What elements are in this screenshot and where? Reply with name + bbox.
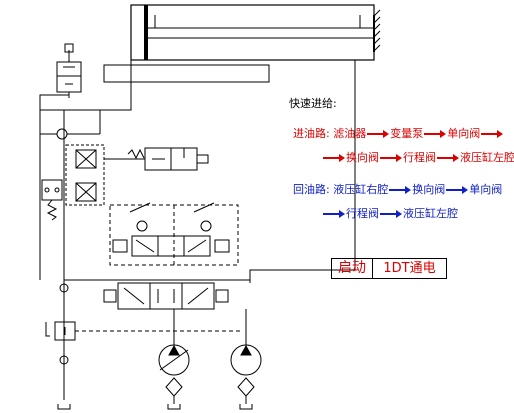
throttle-valve-1 xyxy=(75,149,97,169)
arrow-icon xyxy=(437,154,459,162)
check-valve-ball xyxy=(56,128,68,140)
return-label: 回油路: xyxy=(293,183,330,196)
return-pipe xyxy=(249,60,356,283)
arrow-icon xyxy=(481,130,504,138)
filter-1 xyxy=(165,377,183,397)
return-route-line2: 行程阀 液压缸左腔 xyxy=(322,207,458,221)
fixed-pump xyxy=(230,344,262,376)
throttle-valve-2 xyxy=(75,182,97,202)
solenoid-state-label: 1DT通电 xyxy=(383,261,436,276)
speed-valve-block xyxy=(65,144,105,206)
arrow-icon xyxy=(389,186,412,194)
return-item: 换向阀 xyxy=(412,183,446,196)
inlet-item: 变量泵 xyxy=(390,127,424,140)
inlet-item: 行程阀 xyxy=(403,151,436,164)
inlet-item: 单向阀 xyxy=(447,127,481,140)
arrow-icon xyxy=(367,130,390,138)
variable-pump xyxy=(158,344,190,376)
return-route-line1: 回油路: 液压缸右腔 换向阀 单向阀 xyxy=(293,183,502,197)
inlet-label: 进油路: xyxy=(293,127,330,140)
inlet-item: 液压缸左腔 xyxy=(460,151,514,164)
arrow-icon xyxy=(323,154,345,162)
pilot-throttle-right xyxy=(193,202,215,232)
filter-2 xyxy=(237,377,255,397)
arrow-icon xyxy=(380,154,402,162)
start-status-box: 启动 1DT通电 xyxy=(331,258,447,279)
return-item: 行程阀 xyxy=(346,207,379,220)
work-table xyxy=(103,64,270,83)
inlet-item: 换向阀 xyxy=(346,151,379,164)
wall-mount xyxy=(373,9,381,52)
arrow-icon xyxy=(446,186,469,194)
travel-valve xyxy=(56,43,82,98)
main-directional-valve xyxy=(103,282,229,310)
arrow-icon xyxy=(424,130,447,138)
pressure-relay xyxy=(41,179,63,221)
inlet-route-line1: 进油路: 滤油器 变量泵 单向阀 xyxy=(293,127,504,141)
arrow-icon xyxy=(323,210,345,218)
inlet-route-line2: 换向阀 行程阀 液压缸左腔 xyxy=(322,151,514,165)
return-item: 单向阀 xyxy=(469,183,503,196)
inlet-item: 滤油器 xyxy=(333,127,367,140)
pilot-throttle-left xyxy=(129,202,151,232)
pilot-directional-valve xyxy=(112,235,230,257)
start-action-label: 启动 xyxy=(332,259,373,278)
relief-valve xyxy=(45,321,76,341)
return-item: 液压缸右腔 xyxy=(333,183,389,196)
diagram-title: 快速进给: xyxy=(289,97,337,110)
hydraulic-cylinder xyxy=(130,4,381,61)
arrow-icon xyxy=(380,210,402,218)
return-item: 液压缸左腔 xyxy=(403,207,458,220)
